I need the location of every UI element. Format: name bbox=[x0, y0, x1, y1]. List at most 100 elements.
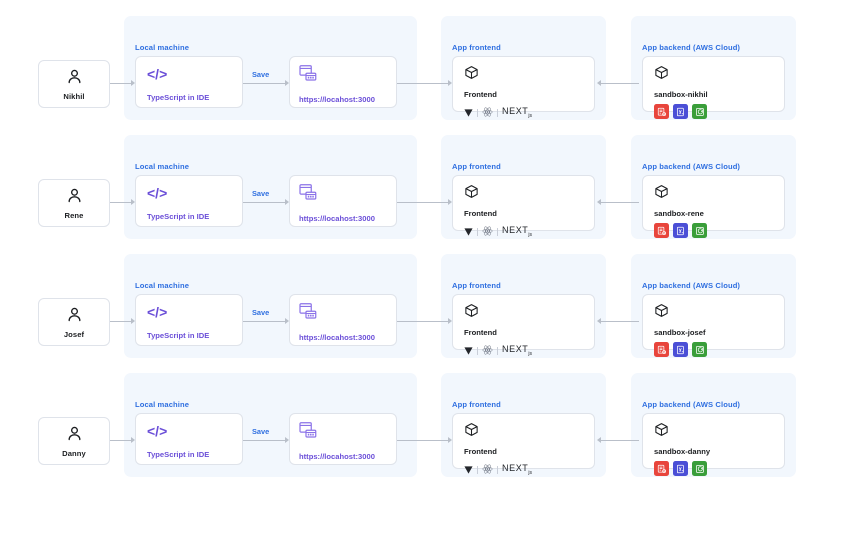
ide-node[interactable]: </> TypeScript in IDE bbox=[135, 56, 243, 108]
group-label-local-machine: Local machine bbox=[135, 281, 190, 290]
person-node[interactable]: Josef bbox=[38, 298, 110, 346]
group-label-app-frontend: App frontend bbox=[452, 162, 501, 171]
backend-sandbox-node[interactable]: sandbox-rene bbox=[642, 175, 785, 238]
arrowhead-backend-to-frontend bbox=[597, 199, 601, 205]
cube-icon bbox=[464, 184, 594, 204]
person-node[interactable]: Nikhil bbox=[38, 60, 110, 108]
vercel-triangle-icon bbox=[464, 342, 473, 360]
frontend-tech-stack: NEXTjs bbox=[464, 342, 594, 360]
nextjs-wordmark: NEXTjs bbox=[502, 226, 532, 238]
cube-icon bbox=[654, 184, 784, 204]
frontend-node[interactable]: Frontend NEXTjs bbox=[452, 413, 595, 475]
aws-services-row bbox=[654, 223, 784, 238]
aws-lambda-icon bbox=[673, 223, 688, 238]
localhost-node[interactable]: https://locahost:3000 bbox=[289, 56, 397, 108]
arrowhead-ide-to-localhost bbox=[285, 318, 289, 324]
localhost-url-label: https://locahost:3000 bbox=[299, 95, 375, 104]
connector-backend-to-frontend bbox=[601, 321, 639, 322]
browser-window-icon bbox=[299, 422, 396, 445]
workflow-row-nikhil: Local machine App frontend App backend (… bbox=[0, 8, 854, 128]
frontend-node[interactable]: Frontend NEXTjs bbox=[452, 175, 595, 237]
group-label-local-machine: Local machine bbox=[135, 162, 190, 171]
stack-divider bbox=[497, 466, 498, 474]
cube-icon bbox=[464, 303, 594, 323]
aws-services-row bbox=[654, 461, 784, 476]
frontend-node-label: Frontend bbox=[464, 328, 497, 337]
backend-sandbox-node[interactable]: sandbox-nikhil bbox=[642, 56, 785, 119]
ide-node-label: TypeScript in IDE bbox=[147, 331, 210, 340]
ide-node[interactable]: </> TypeScript in IDE bbox=[135, 413, 243, 465]
aws-lambda-icon bbox=[673, 342, 688, 357]
stack-divider bbox=[477, 466, 478, 474]
react-atom-icon bbox=[482, 342, 493, 360]
backend-sandbox-node[interactable]: sandbox-danny bbox=[642, 413, 785, 476]
person-icon bbox=[66, 425, 83, 447]
localhost-node[interactable]: https://locahost:3000 bbox=[289, 294, 397, 346]
frontend-tech-stack: NEXTjs bbox=[464, 104, 594, 122]
stack-divider bbox=[477, 347, 478, 355]
stack-divider bbox=[477, 228, 478, 236]
vercel-triangle-icon bbox=[464, 104, 473, 122]
frontend-node[interactable]: Frontend NEXTjs bbox=[452, 56, 595, 118]
localhost-node[interactable]: https://locahost:3000 bbox=[289, 175, 397, 227]
stack-divider bbox=[477, 109, 478, 117]
group-label-app-backend: App backend (AWS Cloud) bbox=[642, 400, 741, 409]
browser-window-icon bbox=[299, 65, 396, 88]
ide-node[interactable]: </> TypeScript in IDE bbox=[135, 294, 243, 346]
frontend-node-label: Frontend bbox=[464, 447, 497, 456]
arrowhead-localhost-to-frontend bbox=[448, 199, 452, 205]
arrowhead-person-to-ide bbox=[131, 80, 135, 86]
arrowhead-ide-to-localhost bbox=[285, 199, 289, 205]
nextjs-name: NEXT bbox=[502, 106, 529, 117]
frontend-node[interactable]: Frontend NEXTjs bbox=[452, 294, 595, 356]
cube-icon bbox=[464, 65, 594, 85]
nextjs-wordmark: NEXTjs bbox=[502, 464, 532, 476]
sandbox-name-label: sandbox-nikhil bbox=[654, 90, 708, 99]
connector-person-to-ide bbox=[110, 202, 131, 203]
aws-lambda-icon bbox=[673, 104, 688, 119]
arrowhead-backend-to-frontend bbox=[597, 437, 601, 443]
person-name-label: Danny bbox=[62, 448, 86, 458]
react-atom-icon bbox=[482, 223, 493, 241]
group-label-app-backend: App backend (AWS Cloud) bbox=[642, 281, 741, 290]
localhost-node[interactable]: https://locahost:3000 bbox=[289, 413, 397, 465]
connector-ide-to-localhost bbox=[243, 83, 285, 84]
person-node[interactable]: Rene bbox=[38, 179, 110, 227]
connector-localhost-to-frontend bbox=[397, 321, 448, 322]
arrowhead-person-to-ide bbox=[131, 318, 135, 324]
connector-ide-to-localhost bbox=[243, 321, 285, 322]
aws-services-row bbox=[654, 104, 784, 119]
person-name-label: Rene bbox=[64, 210, 84, 220]
arrowhead-ide-to-localhost bbox=[285, 437, 289, 443]
localhost-url-label: https://locahost:3000 bbox=[299, 452, 375, 461]
frontend-tech-stack: NEXTjs bbox=[464, 223, 594, 241]
group-label-local-machine: Local machine bbox=[135, 400, 190, 409]
nextjs-name: NEXT bbox=[502, 225, 529, 236]
arrowhead-backend-to-frontend bbox=[597, 318, 601, 324]
ide-node-label: TypeScript in IDE bbox=[147, 212, 210, 221]
save-edge-label: Save bbox=[252, 70, 270, 79]
aws-api-gateway-icon bbox=[654, 104, 669, 119]
ide-node[interactable]: </> TypeScript in IDE bbox=[135, 175, 243, 227]
connector-ide-to-localhost bbox=[243, 202, 285, 203]
sandbox-name-label: sandbox-josef bbox=[654, 328, 706, 337]
person-icon bbox=[66, 68, 83, 90]
stack-divider bbox=[497, 228, 498, 236]
connector-person-to-ide bbox=[110, 440, 131, 441]
group-label-app-frontend: App frontend bbox=[452, 281, 501, 290]
aws-dynamodb-icon bbox=[692, 461, 707, 476]
arrowhead-person-to-ide bbox=[131, 437, 135, 443]
aws-api-gateway-icon bbox=[654, 223, 669, 238]
ide-node-label: TypeScript in IDE bbox=[147, 450, 210, 459]
aws-dynamodb-icon bbox=[692, 223, 707, 238]
aws-dynamodb-icon bbox=[692, 104, 707, 119]
aws-lambda-icon bbox=[673, 461, 688, 476]
cube-icon bbox=[464, 422, 594, 442]
connector-localhost-to-frontend bbox=[397, 83, 448, 84]
backend-sandbox-node[interactable]: sandbox-josef bbox=[642, 294, 785, 357]
nextjs-wordmark: NEXTjs bbox=[502, 345, 532, 357]
person-node[interactable]: Danny bbox=[38, 417, 110, 465]
cube-icon bbox=[654, 422, 784, 442]
connector-backend-to-frontend bbox=[601, 202, 639, 203]
